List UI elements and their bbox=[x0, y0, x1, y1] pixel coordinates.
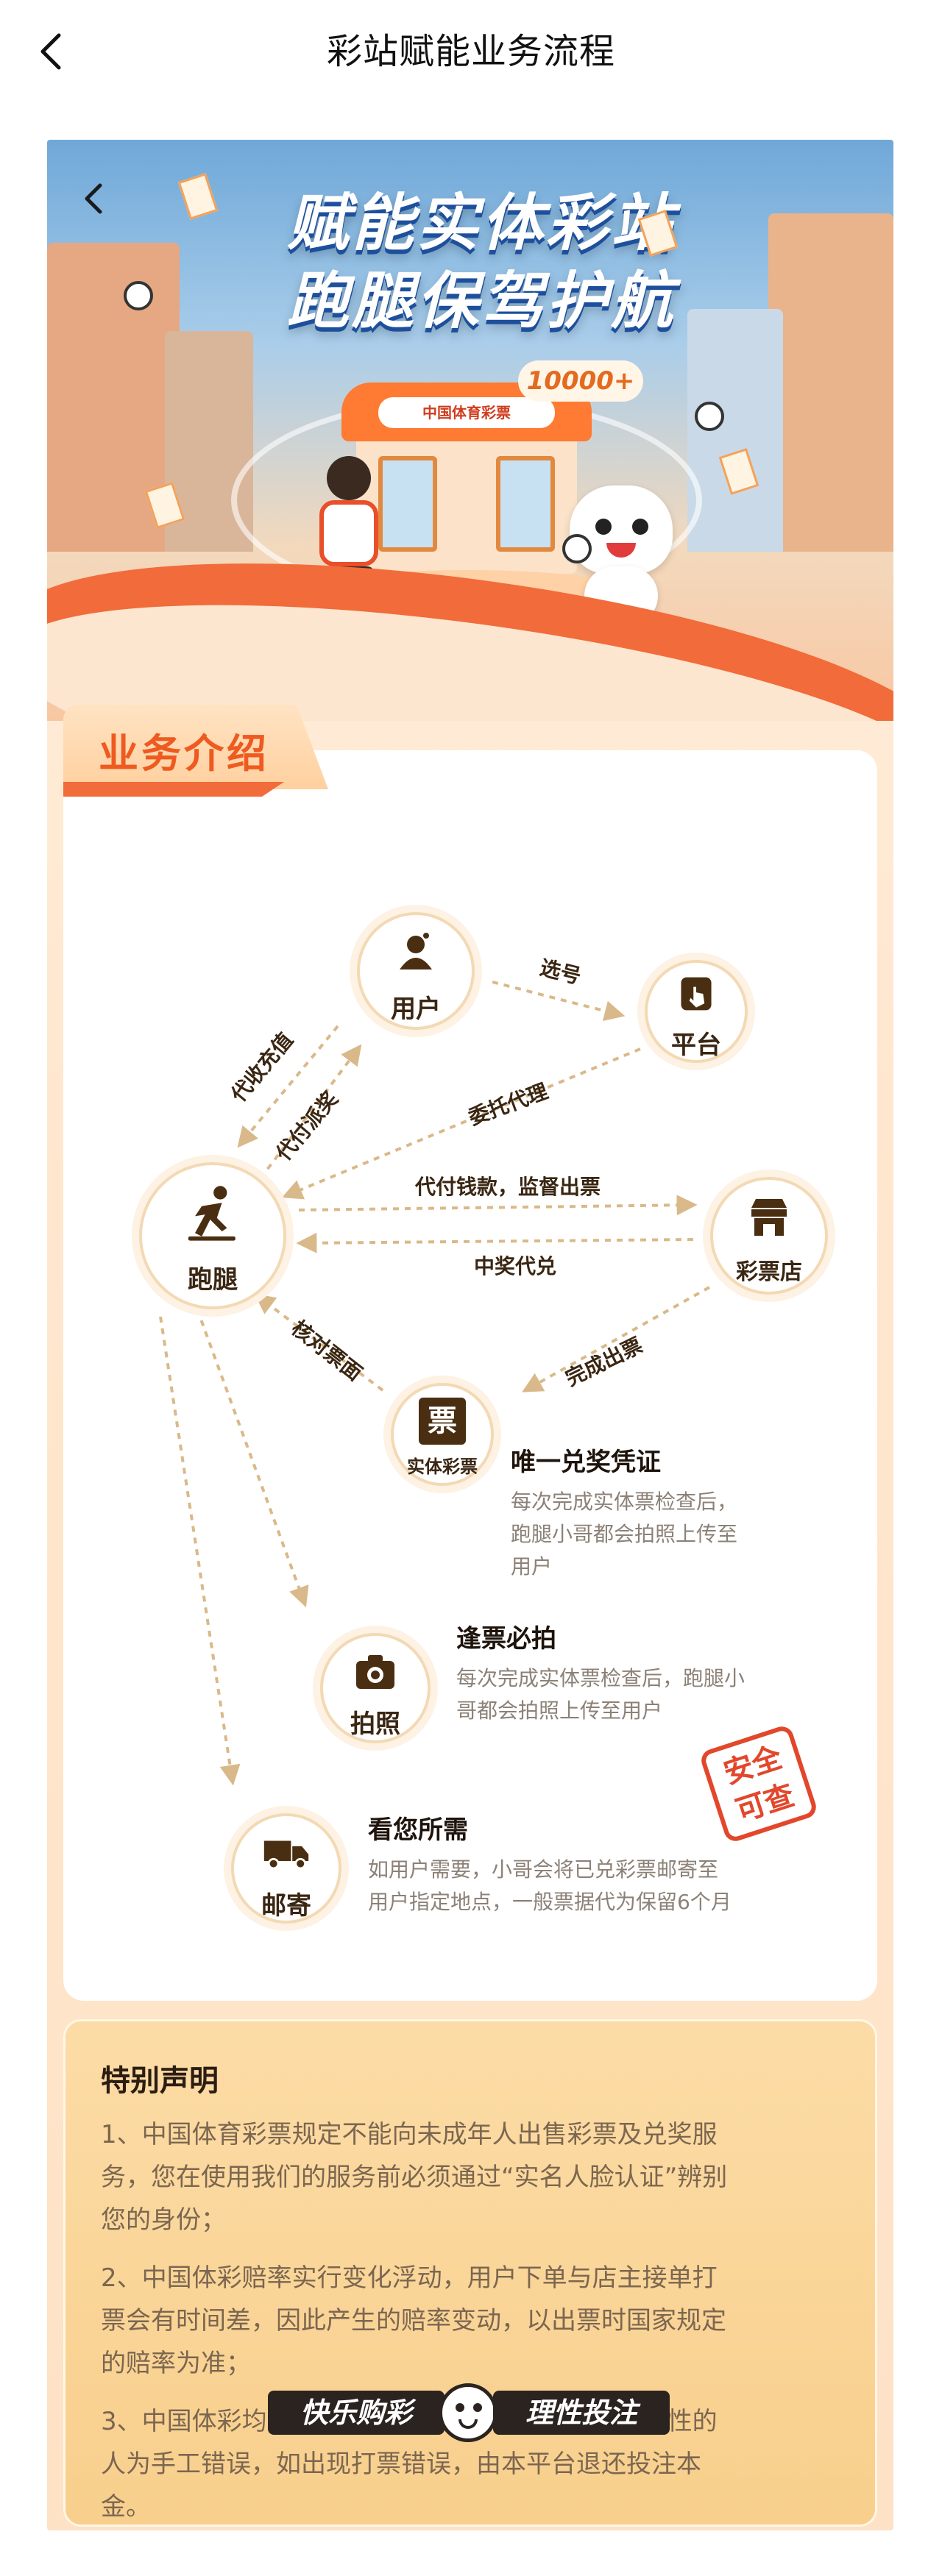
node-shop-label: 彩票店 bbox=[736, 1259, 802, 1285]
feature-title-voucher: 唯一兑奖凭证 bbox=[511, 1448, 661, 1477]
kiosk-sign: 中国体育彩票 bbox=[378, 397, 555, 428]
node-camera[interactable]: 拍照 bbox=[320, 1633, 431, 1743]
node-runner-label: 跑腿 bbox=[188, 1265, 238, 1295]
node-ticket[interactable]: 票 实体彩票 bbox=[391, 1383, 494, 1486]
declaration-item-2: 2、中国体彩赔率实行变化浮动，用户下单与店主接单打 票会有时间差，因此产生的赔率… bbox=[101, 2263, 726, 2378]
slogan-right: 理性投注 bbox=[493, 2391, 670, 2435]
hero-headline-line2: 跑腿保驾护航 bbox=[286, 265, 676, 337]
banner-back-icon[interactable] bbox=[74, 178, 115, 219]
node-mail-label: 邮寄 bbox=[261, 1891, 311, 1921]
node-ticket-label: 实体彩票 bbox=[407, 1456, 478, 1477]
edge-label-pay-supervise: 代付钱款，监督出票 bbox=[415, 1175, 601, 1199]
node-mail[interactable]: 邮寄 bbox=[231, 1813, 341, 1924]
intro-section-title: 业务介绍 bbox=[99, 730, 269, 777]
node-runner[interactable]: 跑腿 bbox=[139, 1162, 286, 1309]
building-right-2 bbox=[687, 309, 783, 552]
runner-icon bbox=[188, 1186, 236, 1241]
back-arrow-icon[interactable] bbox=[29, 29, 74, 74]
feature-title-mail: 看您所需 bbox=[368, 1815, 468, 1845]
special-declaration-card: 特别声明 1、中国体育彩票规定不能向未成年人出售彩票及兑奖服 务，您在使用我们的… bbox=[63, 2019, 877, 2527]
declaration-title: 特别声明 bbox=[101, 2064, 219, 2098]
slogan-left: 快乐购彩 bbox=[268, 2391, 445, 2435]
shop-icon bbox=[751, 1199, 787, 1236]
football-icon bbox=[695, 402, 724, 431]
tap-icon bbox=[681, 977, 712, 1011]
smiley-face-icon bbox=[439, 2383, 497, 2442]
feature-desc-mail: 如用户需要，小哥会将已兑彩票邮寄至 用户指定地点，一般票据代为保留6个月 bbox=[368, 1857, 732, 1914]
football-icon bbox=[562, 534, 592, 563]
hero-banner: 赋能实体彩站 跑腿保驾护航 中国体育彩票 10000+ bbox=[47, 140, 893, 721]
hero-headline-line1: 赋能实体彩站 bbox=[286, 187, 676, 259]
page-content[interactable]: 赋能实体彩站 跑腿保驾护航 中国体育彩票 10000+ bbox=[47, 140, 893, 2530]
feature-title-photo: 逢票必拍 bbox=[456, 1624, 556, 1654]
intro-section-tab: 业务介绍 bbox=[63, 705, 328, 808]
node-camera-label: 拍照 bbox=[350, 1709, 400, 1739]
count-badge: 10000+ bbox=[518, 360, 643, 402]
building-right bbox=[768, 213, 893, 552]
hero-headline: 赋能实体彩站 跑腿保驾护航 bbox=[202, 184, 761, 340]
truck-icon bbox=[263, 1840, 309, 1870]
user-icon bbox=[400, 933, 432, 969]
camera-icon bbox=[356, 1655, 394, 1689]
node-user[interactable]: 用户 bbox=[357, 912, 475, 1030]
feature-desc-voucher: 每次完成实体票检查后， 跑腿小哥都会拍照上传至 用户 bbox=[511, 1490, 738, 1579]
football-icon bbox=[124, 281, 153, 310]
node-platform[interactable]: 平台 bbox=[645, 960, 748, 1063]
ticket-icon: 票 bbox=[419, 1398, 466, 1445]
declaration-item-1: 1、中国体育彩票规定不能向未成年人出售彩票及兑奖服 务，您在使用我们的服务前必须… bbox=[101, 2120, 728, 2235]
node-shop[interactable]: 彩票店 bbox=[710, 1177, 828, 1295]
node-platform-label: 平台 bbox=[671, 1031, 721, 1060]
feature-desc-photo: 每次完成实体票检查后，跑腿小 哥都会拍照上传至用户 bbox=[456, 1666, 746, 1723]
node-user-label: 用户 bbox=[391, 995, 441, 1024]
nav-bar: 彩站赋能业务流程 bbox=[0, 0, 942, 110]
edge-label-prize-redeem: 中奖代兑 bbox=[474, 1254, 557, 1278]
slogan-banner: 快乐购彩 理性投注 bbox=[268, 2383, 673, 2442]
page-title: 彩站赋能业务流程 bbox=[326, 31, 615, 72]
